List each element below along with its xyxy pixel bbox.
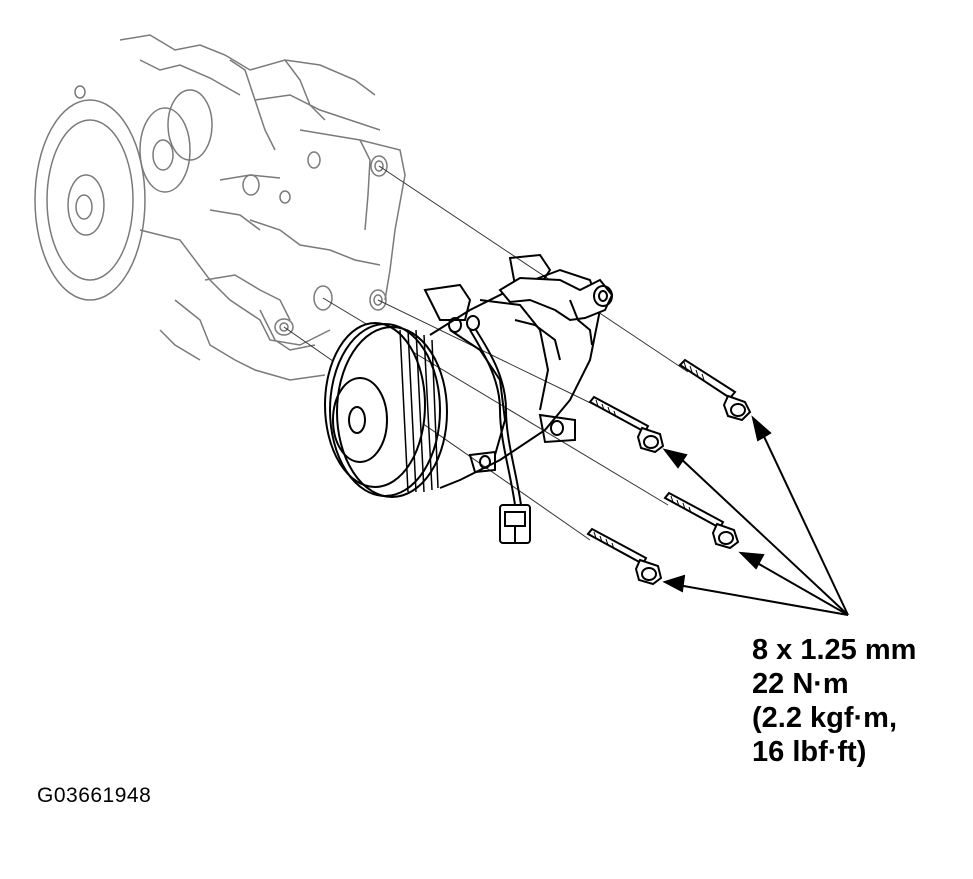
bolt-4	[586, 527, 663, 586]
ac-compressor	[324, 253, 614, 498]
bolt-size-label: 8 x 1.25 mm	[752, 634, 917, 666]
engine-block	[34, 34, 406, 381]
bolt-1	[678, 358, 752, 422]
torque-nm-label: 22 N·m	[752, 668, 849, 700]
bolt-3	[663, 491, 740, 550]
compressor-wire-connector	[469, 329, 531, 544]
figure-code: G03661948	[37, 784, 152, 807]
mounting-bolts	[586, 358, 752, 586]
bolt-2	[588, 395, 665, 454]
callout-arrows	[662, 415, 849, 616]
torque-lbfft-label: 16 lbf·ft)	[752, 736, 867, 768]
torque-kgfm-label: (2.2 kgf·m,	[752, 702, 898, 734]
torque-spec: 8 x 1.25 mm 22 N·m (2.2 kgf·m, 16 lbf·ft…	[752, 633, 916, 769]
